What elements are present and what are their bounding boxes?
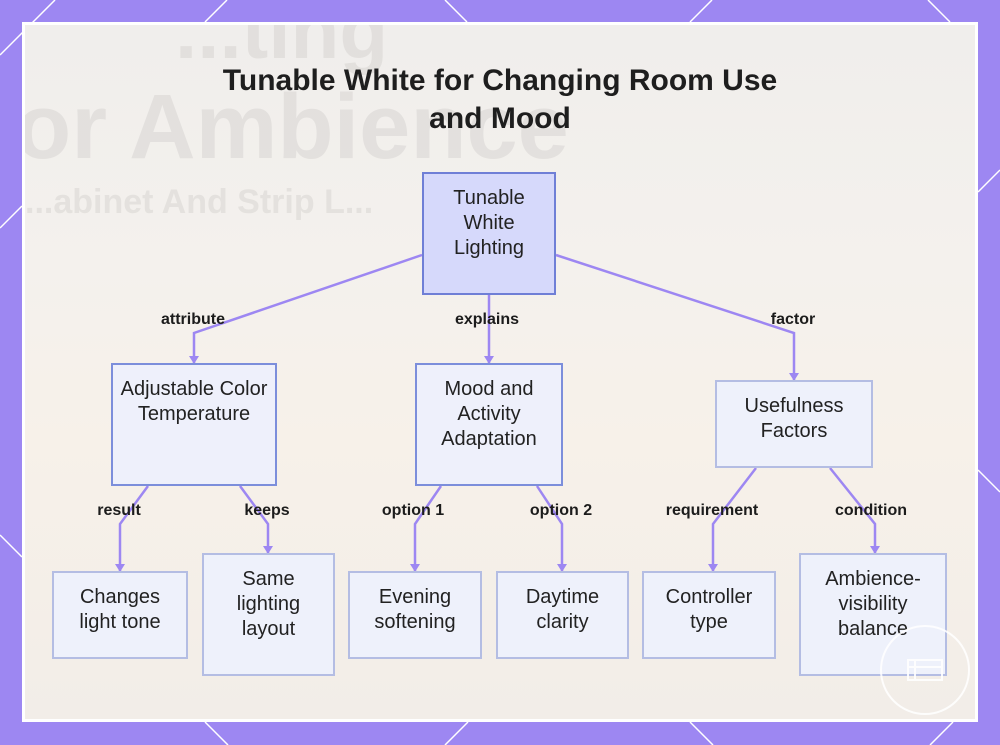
node-daytime-clarity: Daytime clarity	[496, 571, 629, 659]
node-tunable-white-lighting: Tunable White Lighting	[422, 172, 556, 295]
title-line-1: Tunable White for Changing Room Use	[222, 64, 778, 97]
title-line-2: and Mood	[429, 102, 571, 135]
edge-label-option-1: option 1	[381, 502, 445, 519]
edge-label-keeps: keeps	[244, 502, 290, 519]
edge-adjustable-same	[238, 485, 270, 553]
node-mood-activity-adaptation: Mood and Activity Adaptation	[415, 363, 563, 486]
edge-label-factor: factor	[770, 311, 816, 328]
edge-usefulness-ambience	[829, 467, 877, 553]
edge-label-attribute: attribute	[161, 311, 225, 328]
arrowhead-changes	[115, 564, 125, 572]
arrowhead-same	[263, 546, 273, 554]
edge-mood-daytime	[535, 485, 564, 571]
node-evening-softening: Evening softening	[348, 571, 482, 659]
arrowhead-adjustable	[189, 356, 199, 364]
edge-label-explains: explains	[454, 311, 520, 328]
diagram-title: Tunable White for Changing Room Use and …	[0, 62, 1000, 138]
edge-mood-evening	[413, 485, 443, 571]
edge-adjustable-changes	[118, 485, 150, 571]
edge-label-option-2: option 2	[529, 502, 593, 519]
node-ambience-visibility-balance: Ambience-visibility balance	[799, 553, 947, 676]
edge-label-requirement: requirement	[665, 502, 759, 519]
arrowhead-ambience	[870, 546, 880, 554]
node-usefulness-factors: Usefulness Factors	[715, 380, 873, 468]
node-adjustable-color-temperature: Adjustable Color Temperature	[111, 363, 277, 486]
arrowhead-mood	[484, 356, 494, 364]
edge-label-result: result	[97, 502, 141, 519]
node-same-lighting-layout: Same lighting layout	[202, 553, 335, 676]
node-changes-light-tone: Changes light tone	[52, 571, 188, 659]
logo-circle-icon	[880, 625, 970, 715]
arrowhead-evening	[410, 564, 420, 572]
arrowhead-controller	[708, 564, 718, 572]
edge-root-adjustable	[192, 253, 423, 363]
edge-root-usefulness	[555, 253, 796, 380]
edge-usefulness-controller	[711, 467, 757, 571]
edge-label-condition: condition	[835, 502, 907, 519]
node-controller-type: Controller type	[642, 571, 776, 659]
logo-mark-icon	[907, 659, 943, 681]
arrowhead-daytime	[557, 564, 567, 572]
arrowhead-usefulness	[789, 373, 799, 381]
